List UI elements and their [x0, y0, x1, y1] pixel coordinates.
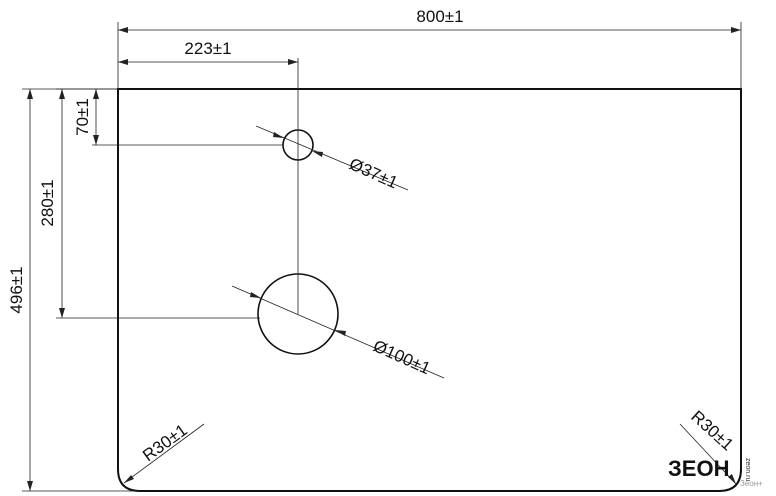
brand-logo: ЗЕОН zeon.ru Зеон+ — [668, 456, 763, 488]
dimension-overall-height: 496±1 — [7, 88, 140, 492]
overall-width-label: 800±1 — [416, 7, 463, 26]
overall-height-label: 496±1 — [7, 266, 26, 313]
dimension-overall-width: 800±1 — [117, 7, 742, 89]
dimension-small-hole-diameter: Ø37±1 — [255, 125, 409, 192]
dimension-corner-radius-left: R30±1 — [123, 420, 205, 484]
hole-offset-x-label: 223±1 — [184, 39, 231, 58]
corner-radius-left-label: R30±1 — [139, 420, 191, 465]
dimension-large-hole-diameter: Ø100±1 — [231, 285, 445, 379]
corner-radius-right-label: R30±1 — [687, 407, 737, 455]
dimension-small-hole-offset-y: 70±1 — [73, 89, 283, 146]
large-hole-diameter-label: Ø100±1 — [370, 336, 433, 378]
brand-logo-text: ЗЕОН — [668, 456, 729, 481]
large-hole-offset-y-label: 280±1 — [38, 179, 57, 226]
brand-tagline: Зеон+ — [740, 479, 763, 488]
brand-domain: zeon.ru — [744, 458, 751, 481]
dimension-large-hole-offset-y: 280±1 — [38, 88, 260, 319]
dimension-hole-offset-x: 223±1 — [118, 39, 298, 65]
small-hole-offset-y-label: 70±1 — [73, 98, 92, 136]
small-hole-diameter-label: Ø37±1 — [346, 154, 400, 192]
countertop-outline — [117, 88, 742, 492]
